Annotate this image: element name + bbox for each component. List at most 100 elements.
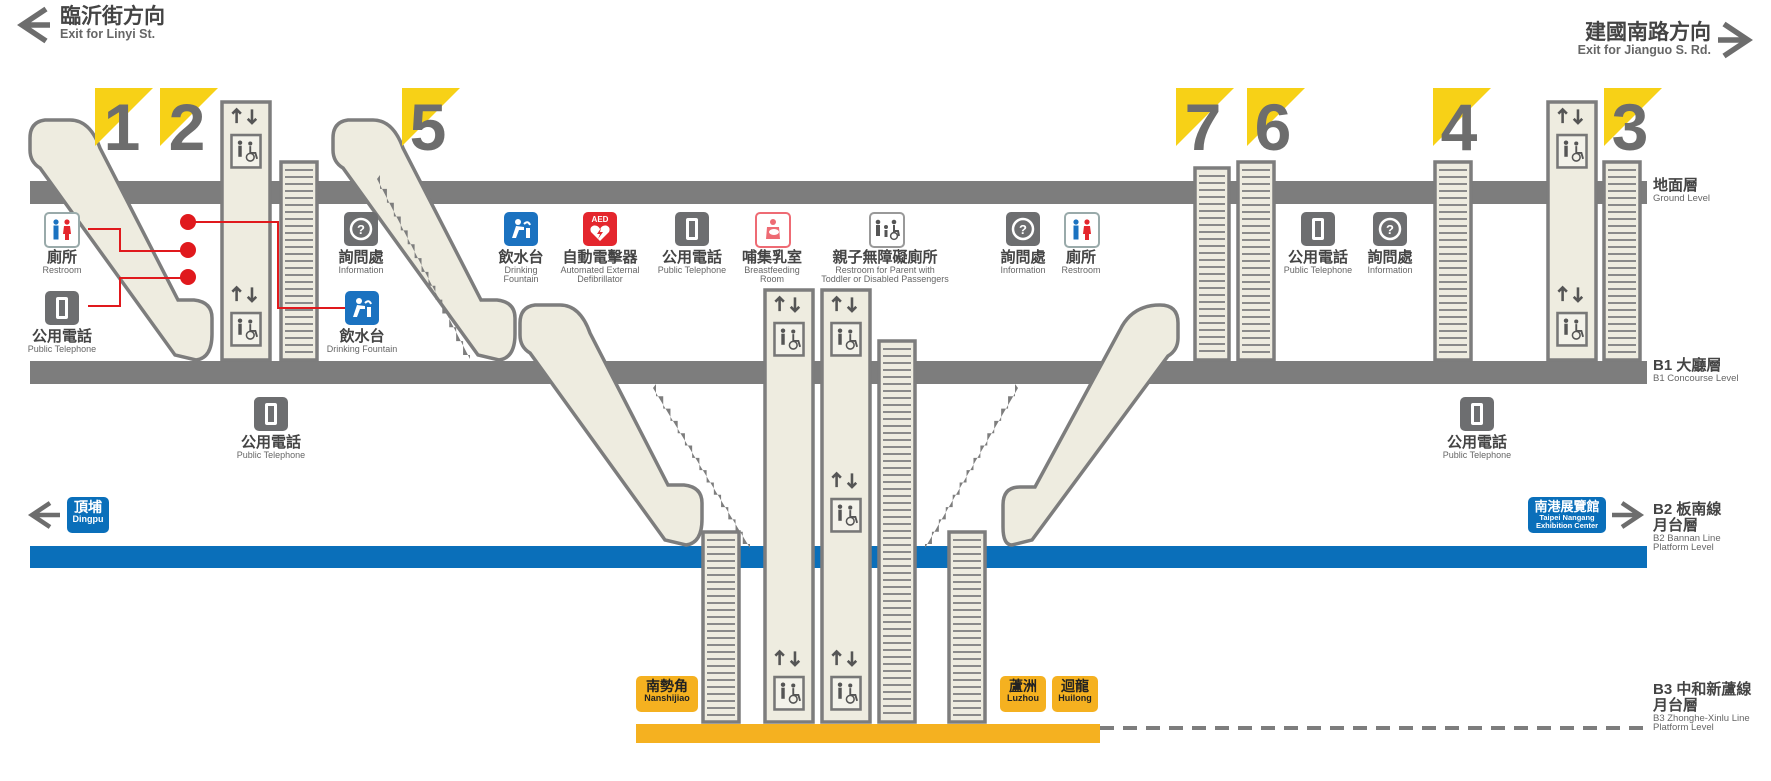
arrow-right-icon bbox=[1718, 21, 1753, 59]
arrow-left-icon bbox=[27, 501, 60, 529]
label-zh: 詢問處 bbox=[1367, 249, 1413, 266]
info-right2-label: 詢問處 Information bbox=[1350, 250, 1430, 275]
level-zh: 月台層 bbox=[1653, 696, 1699, 714]
station-en: Taipei Nangang bbox=[1539, 512, 1595, 522]
station-badge-luzhou: 蘆洲 Luzhou bbox=[1000, 676, 1046, 712]
direction-right-zh: 建國南路方向 bbox=[1585, 21, 1711, 44]
station-en: Huilong bbox=[1058, 692, 1092, 703]
exit-badge-triangle bbox=[1247, 88, 1305, 146]
station-en: Luzhou bbox=[1007, 692, 1039, 703]
label-zh: 公用電話 bbox=[240, 434, 301, 451]
label-en: Information bbox=[1000, 264, 1046, 275]
label-en: Toddler or Disabled Passengers bbox=[821, 274, 949, 285]
level-en: B1 Concourse Level bbox=[1653, 372, 1739, 384]
label-zh: 公用電話 bbox=[1446, 434, 1507, 451]
b1-level-label: B1 大廳層 B1 Concourse Level bbox=[1653, 358, 1739, 384]
level-en: B2 Bannan Line bbox=[1653, 532, 1721, 544]
level-en: Platform Level bbox=[1653, 722, 1714, 734]
exit-badge-triangle bbox=[95, 88, 153, 146]
stairway bbox=[947, 530, 987, 724]
level-zh: 月台層 bbox=[1653, 516, 1699, 534]
telephone-icon bbox=[45, 291, 79, 325]
exit-number-badges: 1 2 5 7 6 4 3 bbox=[95, 88, 1662, 164]
label-en: Information bbox=[338, 264, 384, 275]
label-zh: 公用電話 bbox=[1287, 249, 1348, 266]
label-zh: 哺集乳室 bbox=[741, 249, 802, 266]
label-en: Drinking Fountain bbox=[326, 343, 398, 354]
vertical-stairways bbox=[279, 160, 1642, 724]
label-en: Public Telephone bbox=[236, 449, 306, 460]
information-icon: ? bbox=[1373, 212, 1407, 246]
fountain-mid-label: 飲水台 Drinking Fountain bbox=[491, 250, 551, 285]
restroom-icon bbox=[44, 212, 80, 248]
station-zh: 頂埔 bbox=[74, 499, 102, 515]
label-zh: 自動電擊器 bbox=[562, 249, 638, 266]
direction-left-en: Exit for Linyi St. bbox=[60, 27, 156, 42]
label-en: Drinking bbox=[504, 264, 538, 275]
label-zh: 飲水台 bbox=[339, 328, 385, 345]
ground-level-label: 地面層 Ground Level bbox=[1653, 178, 1710, 204]
exit-badge-triangle bbox=[1604, 88, 1662, 146]
direction-right-en: Exit for Jianguo S. Rd. bbox=[1577, 43, 1711, 58]
label-en: Public Telephone bbox=[657, 264, 727, 275]
station-en: Nanshijiao bbox=[644, 692, 690, 703]
level-zh: B2 板南線 bbox=[1653, 501, 1722, 518]
stairway bbox=[701, 530, 741, 724]
exit-number-1: 1 bbox=[104, 90, 141, 164]
label-zh: 公用電話 bbox=[661, 249, 722, 266]
aed-badge-text: AED bbox=[591, 215, 609, 224]
exit-badge-triangle bbox=[160, 88, 218, 146]
label-en: Restroom for Parent with bbox=[835, 264, 935, 275]
fixed-stairways bbox=[377, 175, 1018, 548]
exit-number-2: 2 bbox=[169, 90, 206, 164]
information-icon: ? bbox=[344, 212, 378, 246]
label-zh: 詢問處 bbox=[1000, 249, 1046, 266]
station-badge-nangang: 南港展覽館 Taipei Nangang Exhibition Center bbox=[1528, 497, 1606, 533]
drinking-fountain-icon bbox=[504, 212, 538, 246]
phone-mid-label: 公用電話 Public Telephone bbox=[642, 250, 742, 275]
family-restroom-label: 親子無障礙廁所 Restroom for Parent with Toddler… bbox=[800, 250, 970, 285]
exit-number-7: 7 bbox=[1185, 90, 1222, 164]
station-badge-dingpu: 頂埔 Dingpu bbox=[67, 497, 109, 533]
b3-zhonghe-platform bbox=[636, 724, 1100, 743]
telephone-icon bbox=[675, 212, 709, 246]
breastfeeding-label: 哺集乳室 Breastfeeding Room bbox=[722, 250, 822, 285]
label-zh: 公用電話 bbox=[31, 328, 92, 345]
station-zh: 南勢角 bbox=[646, 678, 688, 694]
aed-label: 自動電擊器 Automated External Defibrillator bbox=[550, 250, 650, 285]
label-en: Restroom bbox=[42, 264, 82, 275]
station-zh: 蘆洲 bbox=[1009, 678, 1037, 694]
label-en: Breastfeeding bbox=[744, 264, 800, 275]
label-zh: 廁所 bbox=[46, 249, 77, 266]
phone-left-label: 公用電話 Public Telephone bbox=[12, 329, 112, 354]
aed-icon: AED bbox=[583, 212, 617, 246]
label-en: Public Telephone bbox=[1442, 449, 1512, 460]
fixed-stair-profile bbox=[377, 175, 470, 359]
exit-badge-triangle bbox=[402, 88, 460, 146]
level-zh: B1 大廳層 bbox=[1653, 357, 1722, 374]
station-zh: 迴龍 bbox=[1061, 678, 1089, 694]
breastfeeding-icon bbox=[755, 212, 791, 248]
station-zh: 南港展覽館 bbox=[1534, 499, 1600, 514]
label-zh: 親子無障礙廁所 bbox=[832, 249, 938, 266]
exit-number-4: 4 bbox=[1441, 90, 1478, 164]
escalator-b1-b2-left bbox=[518, 303, 704, 547]
phone-b1-left-label: 公用電話 Public Telephone bbox=[221, 435, 321, 460]
left-direction-label: 臨沂街方向 Exit for Linyi St. bbox=[60, 5, 165, 42]
level-en: Platform Level bbox=[1653, 542, 1714, 554]
arrow-right-icon bbox=[1612, 501, 1645, 529]
exit-number-6: 6 bbox=[1255, 90, 1292, 164]
telephone-icon bbox=[1460, 397, 1494, 431]
phone-b1-right-label: 公用電話 Public Telephone bbox=[1427, 435, 1527, 460]
right-direction-label: 建國南路方向 Exit for Jianguo S. Rd. bbox=[1577, 21, 1711, 58]
b3-level-label: B3 中和新蘆線 月台層 B3 Zhonghe-Xinlu Line Platf… bbox=[1653, 682, 1751, 733]
telephone-icon bbox=[1301, 212, 1335, 246]
label-en: Automated External bbox=[560, 264, 640, 275]
info-right-label: 詢問處 Information bbox=[983, 250, 1063, 275]
level-zh: B3 中和新蘆線 bbox=[1653, 681, 1752, 698]
svg-text:?: ? bbox=[357, 222, 365, 237]
ground-level-slab bbox=[30, 181, 1647, 204]
exit-badge-triangle bbox=[1176, 88, 1234, 146]
